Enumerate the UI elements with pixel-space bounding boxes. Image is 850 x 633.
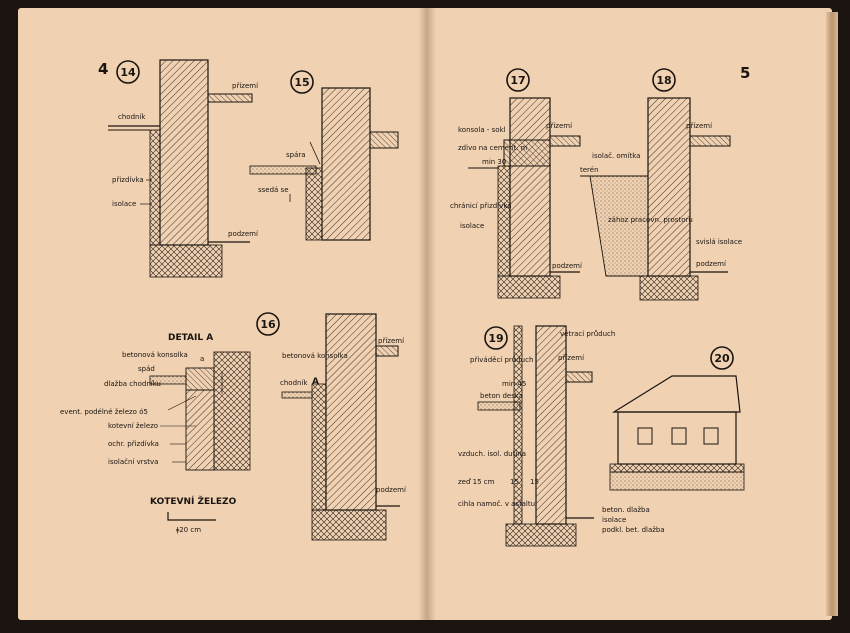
f18-label-omitka: isolač. omítka <box>592 152 640 160</box>
f14-label-chodnik: chodník <box>118 113 146 121</box>
f14-label-prizdivka: přizdívka <box>112 176 144 184</box>
f19-label-dim2: 15 <box>530 478 539 486</box>
left-page-number: 4 <box>98 60 108 78</box>
book-gutter <box>418 8 436 620</box>
f19-label-dim: 15 <box>510 478 519 486</box>
f16-label-kotevni: kotevní železo <box>108 422 158 430</box>
f16-kotevni-size: ǂ20 cm <box>176 526 201 534</box>
f18-label-teren: terén <box>580 166 599 174</box>
figure-16-detail: 16 DETAIL A betonová konsolka a spád dla… <box>60 312 280 534</box>
f16-label-pod-zelezo: event. podélné železo ó5 <box>60 408 148 416</box>
f16-kotevni-title: KOTEVNÍ ŽELEZO <box>150 495 237 507</box>
f19-label-min: min 45 <box>502 380 526 388</box>
f16-label-dlazba: dlažba chodníku <box>104 380 161 388</box>
figure-17-badge <box>506 68 530 92</box>
f19-label-vzduch: vzduch. isol. dutina <box>458 450 526 458</box>
f19-label-beton: beton deska <box>480 392 523 400</box>
figure-16-section: betonová konsolka přízemí chodník A podz… <box>280 313 407 541</box>
figure-18: 18 přízemí isolač. omítka terén zához pr… <box>580 68 742 301</box>
f15-label-sseda: ssedá se <box>258 186 289 194</box>
right-page-number: 5 <box>740 64 750 82</box>
f20-label-podkl: podkl. bet. dlažba <box>602 526 665 534</box>
f17-label-isolace: isolace <box>460 222 484 230</box>
figure-14-badge <box>116 60 140 84</box>
f16-label-ochr: ochr. přizdívka <box>108 440 159 448</box>
f14-label-isolace: isolace <box>112 200 136 208</box>
f17-label-min30: min 30 <box>482 158 506 166</box>
house-roof <box>611 375 741 413</box>
f20-label-betdlazba: beton. dlažba <box>602 506 650 514</box>
f14-label-prizemi: přízemí <box>232 82 259 90</box>
f18-label-svisla: svislá isolace <box>696 238 742 246</box>
f16-title: DETAIL A <box>168 333 213 343</box>
figure-19: 19 větrací průduch přiváděcí průduch pří… <box>458 325 615 547</box>
f16-label-a: a <box>200 355 204 363</box>
figure-18-badge <box>652 68 676 92</box>
figure-20: 20 beton. dlažba isolace podkl. bet. dla… <box>602 346 745 534</box>
figure-19-badge <box>484 326 508 350</box>
figure-18-number: 18 <box>656 74 671 87</box>
figure-14-number: 14 <box>120 66 136 79</box>
f16b-label-chodnik: chodník <box>280 379 308 387</box>
f17-label-prizemi: přízemí <box>546 122 573 130</box>
f17-label-podzemi: podzemí <box>552 262 583 270</box>
f16-label-spad: spád <box>138 365 155 373</box>
f18-label-prizemi: přízemí <box>686 122 713 130</box>
f19-label-privadeci: přiváděcí průduch <box>470 356 533 364</box>
right-page <box>426 8 832 620</box>
figure-20-badge <box>710 346 734 370</box>
f20-label-isolace: isolace <box>602 516 626 524</box>
f18-label-podzemi: podzemí <box>696 260 727 268</box>
figure-19-number: 19 <box>488 332 503 345</box>
f16b-label-podzemi: podzemí <box>376 486 407 494</box>
f17-label-chranici: chránicí přizdívka <box>450 202 512 210</box>
f17-label-konsola: konsola - sokl <box>458 126 506 134</box>
figure-15-badge <box>290 70 314 94</box>
wall-section <box>159 59 209 246</box>
f16b-label-prizemi: přízemí <box>378 337 405 345</box>
f16b-label-konsolka: betonová konsolka <box>282 352 348 360</box>
f16b-label-a: A <box>312 377 319 387</box>
f14-label-podzemi: podzemí <box>228 230 259 238</box>
f17-label-zdivo: zdivo na cement. m <box>458 144 528 152</box>
f18-label-zahoz: zához pracovn. prostoru <box>608 216 693 224</box>
figure-17-number: 17 <box>510 74 525 87</box>
f16-label-konsolka: betonová konsolka <box>122 351 188 359</box>
figure-15: 15 spára ssedá se <box>249 70 399 241</box>
f19-label-zed: zeď 15 cm <box>458 478 495 486</box>
figure-17: 17 konsola - sokl zdivo na cement. m min… <box>450 68 583 299</box>
figure-16-badge <box>256 312 280 336</box>
f19-label-vetraci: větrací průduch <box>560 330 615 338</box>
figure-16-number: 16 <box>260 318 276 331</box>
page-edges <box>826 12 838 616</box>
f16-label-vrstva: isolační vrstva <box>108 458 158 466</box>
figure-20-number: 20 <box>714 352 730 365</box>
figure-15-number: 15 <box>294 76 309 89</box>
f15-label-spara: spára <box>286 151 306 159</box>
f19-label-cihla: cihla namoč. v asfaltu <box>458 500 535 508</box>
f19-label-prizemi: přízemí <box>558 354 585 362</box>
figure-14: 14 přízemí chodník přizdívka isolace pod… <box>108 59 259 278</box>
